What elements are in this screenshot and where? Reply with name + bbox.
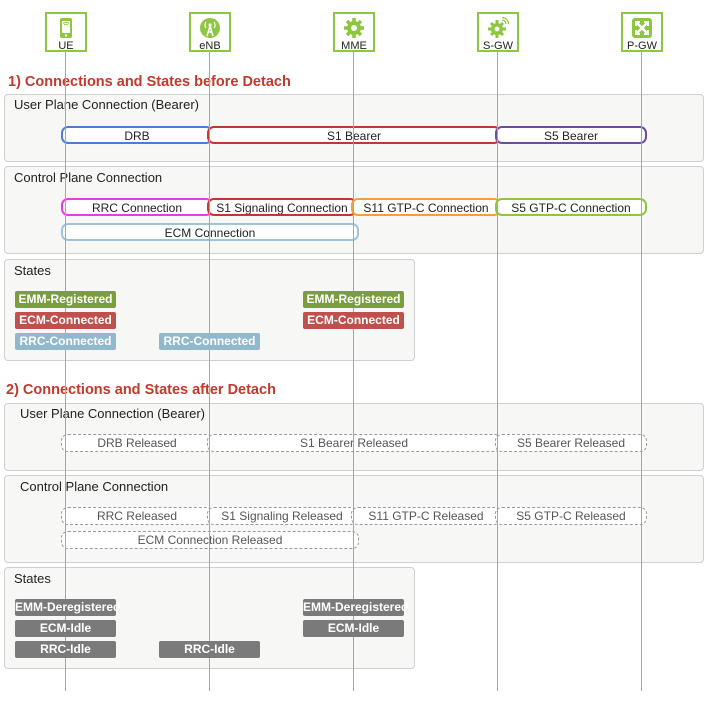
- before-mme-ecm-badge: ECM-Connected: [303, 312, 404, 329]
- mme-lifeline: [353, 52, 354, 691]
- node-sgw-label: S-GW: [483, 40, 513, 52]
- before-ue-ecm-badge: ECM-Connected: [15, 312, 116, 329]
- gear-icon: [344, 18, 364, 38]
- before-mme-emm-badge: EMM-Registered: [303, 291, 404, 308]
- node-sgw: S-GW: [477, 12, 519, 52]
- ue-lifeline: [65, 52, 66, 691]
- node-ue-label: UE: [58, 40, 74, 52]
- after-s5-gtpc-released: S5 GTP-C Released: [495, 507, 647, 525]
- after-s1-signaling-released: S1 Signaling Released: [207, 507, 357, 525]
- before-user-plane-title: User Plane Connection (Bearer): [14, 97, 199, 112]
- cross-arrows-icon: [632, 18, 652, 38]
- after-ue-ecm-badge: ECM-Idle: [15, 620, 116, 637]
- before-enb-rrc-badge: RRC-Connected: [159, 333, 260, 350]
- after-s5-bearer-released: S5 Bearer Released: [495, 434, 647, 452]
- node-mme: MME: [333, 12, 375, 52]
- before-control-plane-title: Control Plane Connection: [14, 170, 163, 185]
- pgw-lifeline: [641, 52, 642, 691]
- node-pgw-label: P-GW: [627, 40, 657, 52]
- before-s5-bearer: S5 Bearer: [495, 126, 647, 144]
- before-drb-bearer: DRB: [61, 126, 213, 144]
- after-mme-ecm-badge: ECM-Idle: [303, 620, 404, 637]
- phone-icon: [60, 18, 72, 38]
- after-user-plane-title: User Plane Connection (Bearer): [20, 406, 205, 421]
- node-enb-label: eNB: [199, 40, 221, 52]
- before-s1-bearer: S1 Bearer: [207, 126, 501, 144]
- after-mme-emm-badge: EMM-Deregistered: [303, 599, 409, 616]
- node-ue: UE: [45, 12, 87, 52]
- after-rrc-released: RRC Released: [61, 507, 213, 525]
- gear-wifi-icon: [488, 17, 509, 38]
- section-before-heading: 1) Connections and States before Detach: [8, 74, 291, 90]
- node-mme-label: MME: [341, 40, 367, 52]
- after-ue-emm-badge: EMM-Deregistered: [15, 599, 121, 616]
- node-enb: eNB: [189, 12, 231, 52]
- section-after-heading: 2) Connections and States after Detach: [6, 382, 276, 398]
- before-ue-rrc-badge: RRC-Connected: [15, 333, 116, 350]
- after-enb-rrc-badge: RRC-Idle: [159, 641, 260, 658]
- sgw-lifeline: [497, 52, 498, 691]
- after-s11-gtpc-released: S11 GTP-C Released: [351, 507, 501, 525]
- antenna-icon: [200, 18, 220, 38]
- before-ue-emm-badge: EMM-Registered: [15, 291, 116, 308]
- before-ecm-connection: ECM Connection: [61, 223, 359, 241]
- after-ecm-released: ECM Connection Released: [61, 531, 359, 549]
- before-rrc-connection: RRC Connection: [61, 198, 213, 216]
- after-ue-rrc-badge: RRC-Idle: [15, 641, 116, 658]
- node-pgw: P-GW: [621, 12, 663, 52]
- after-control-plane-title: Control Plane Connection: [20, 479, 169, 494]
- after-s1-bearer-released: S1 Bearer Released: [207, 434, 501, 452]
- after-drb-released: DRB Released: [61, 434, 213, 452]
- before-s1-signaling: S1 Signaling Connection: [207, 198, 357, 216]
- enb-lifeline: [209, 52, 210, 691]
- before-s11-gtpc: S11 GTP-C Connection: [351, 198, 501, 216]
- before-states-title: States: [14, 263, 51, 278]
- before-s5-gtpc: S5 GTP-C Connection: [495, 198, 647, 216]
- after-states-title: States: [14, 571, 51, 586]
